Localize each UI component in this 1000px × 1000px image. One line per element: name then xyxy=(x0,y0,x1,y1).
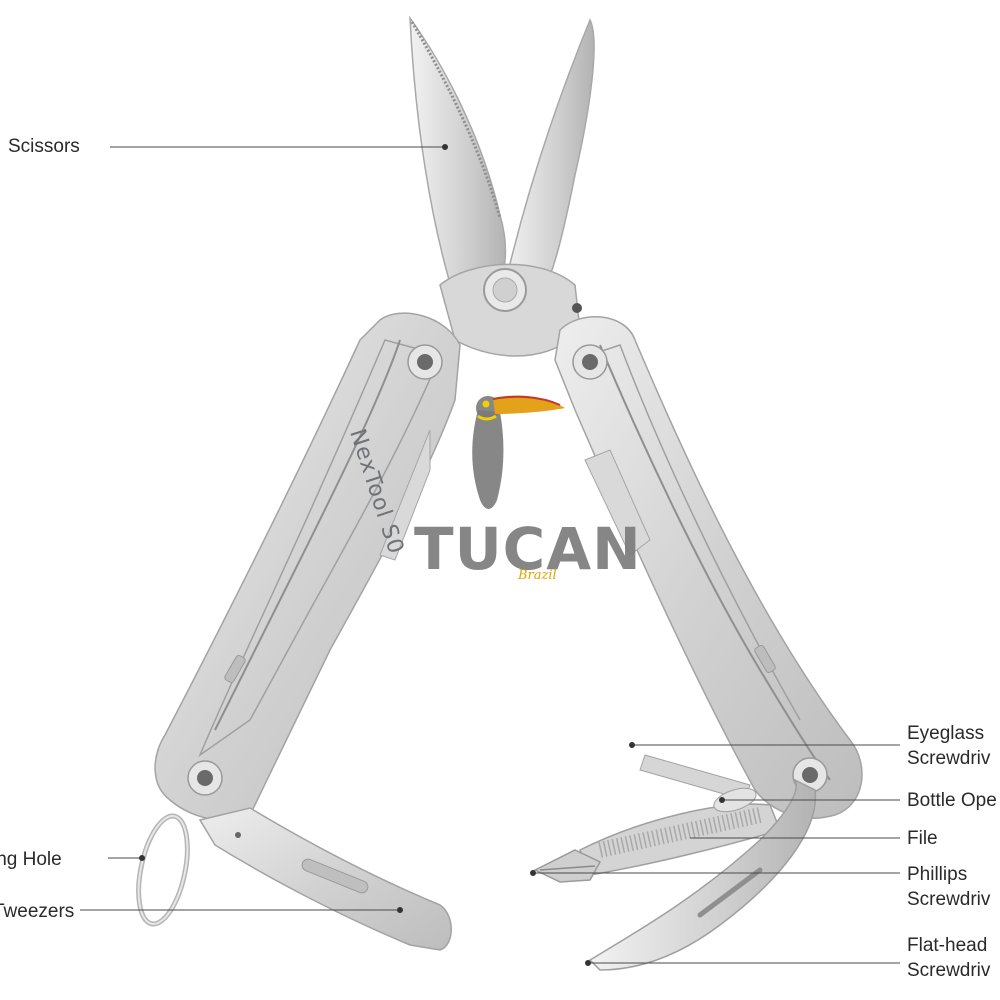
leader-lines xyxy=(80,146,900,964)
scissors-blades xyxy=(409,15,595,357)
label-flat-line2: Screwdriv xyxy=(907,960,991,981)
label-bottle-opener: Bottle Ope xyxy=(907,790,997,811)
key-ring xyxy=(136,813,190,927)
watermark-name: TUCAN xyxy=(414,515,642,583)
leader-dots xyxy=(139,144,725,966)
label-eyeglass-line1: Eyeglass xyxy=(907,723,985,744)
label-flat-line1: Flat-head xyxy=(907,935,988,956)
label-scissors: Scissors xyxy=(8,136,80,157)
watermark-toucan-logo xyxy=(472,395,565,509)
label-phillips-line1: Phillips xyxy=(907,864,968,885)
label-eyeglass-screwdriver: Eyeglass Screwdriv xyxy=(907,721,990,771)
label-phillips-screwdriver: Phillips Screwdriv xyxy=(907,862,990,912)
right-handle xyxy=(379,315,863,819)
tweezers xyxy=(198,807,452,951)
flat-head-screwdriver xyxy=(588,778,817,971)
watermark-subtitle: Brazil xyxy=(518,568,557,583)
file-tool xyxy=(579,787,782,876)
label-eyeglass-line2: Screwdriv xyxy=(907,748,991,769)
label-tweezers: Tweezers xyxy=(0,901,75,922)
label-flat-head-screwdriver: Flat-head Screwdriv xyxy=(907,933,990,983)
label-phillips-line2: Screwdriv xyxy=(907,889,991,910)
phillips-screwdriver xyxy=(533,849,602,883)
label-file: File xyxy=(907,828,938,849)
label-ring-hole: ing Hole xyxy=(0,849,62,870)
